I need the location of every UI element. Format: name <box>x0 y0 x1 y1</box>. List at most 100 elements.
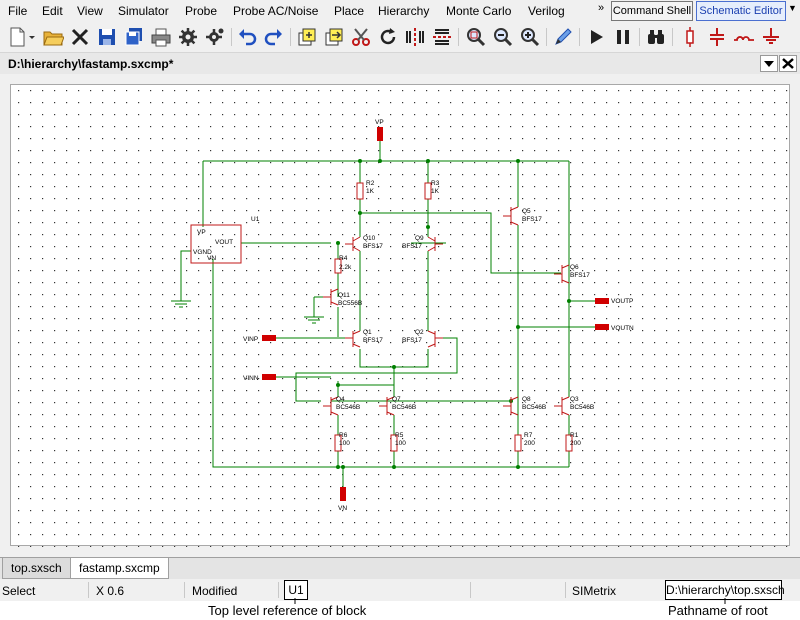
tab-top-sxsch[interactable]: top.sxsch <box>2 558 71 579</box>
menu-monte-carlo[interactable]: Monte Carlo <box>446 4 511 18</box>
new-document-icon[interactable] <box>6 26 28 48</box>
zoom-fit-icon[interactable] <box>465 26 487 48</box>
svg-text:VN: VN <box>338 505 347 512</box>
pause-icon[interactable] <box>612 26 634 48</box>
status-mode: Select <box>2 584 35 598</box>
svg-text:Q4: Q4 <box>336 396 345 403</box>
menu-bar: File Edit View Simulator Probe Probe AC/… <box>0 0 800 22</box>
svg-text:Q8: Q8 <box>522 396 531 403</box>
status-app: SIMetrix <box>572 584 616 598</box>
pin-label-vout: VOUT <box>215 239 233 246</box>
save-icon[interactable] <box>96 26 118 48</box>
gears-icon[interactable] <box>204 26 226 48</box>
mirror-icon[interactable] <box>404 26 426 48</box>
menu-file[interactable]: File <box>8 4 27 18</box>
svg-text:VOUTP: VOUTP <box>611 298 633 305</box>
tab-fastamp-sxcmp[interactable]: fastamp.sxcmp <box>70 558 169 579</box>
svg-text:R6: R6 <box>339 432 348 439</box>
svg-text:Q6: Q6 <box>570 264 579 271</box>
zoom-in-icon[interactable] <box>519 26 541 48</box>
svg-text:1K: 1K <box>366 188 375 195</box>
ground-icon[interactable] <box>760 26 782 48</box>
document-title: D:\hierarchy\fastamp.sxcmp* <box>8 57 173 71</box>
status-modified: Modified <box>192 584 237 598</box>
menu-hierarchy[interactable]: Hierarchy <box>378 4 429 18</box>
flip-icon[interactable] <box>431 26 453 48</box>
toolbar-separator <box>290 28 291 46</box>
inductor-icon[interactable] <box>733 26 755 48</box>
close-icon[interactable] <box>69 26 91 48</box>
chevron-down-icon[interactable]: ▼ <box>788 3 797 13</box>
cut-wire-icon[interactable] <box>350 26 372 48</box>
svg-text:BC546B: BC546B <box>392 404 416 411</box>
terminal-voutp[interactable]: VOUTP <box>595 298 633 305</box>
redo-icon[interactable] <box>263 26 285 48</box>
svg-text:BC546B: BC546B <box>570 404 594 411</box>
binoculars-icon[interactable] <box>645 26 667 48</box>
pin-label-vp: VP <box>197 229 206 236</box>
push-hierarchy-icon[interactable] <box>296 26 318 48</box>
status-divider <box>470 582 471 598</box>
pin-label-vn: VN <box>207 255 216 262</box>
undo-icon[interactable] <box>236 26 258 48</box>
svg-text:100: 100 <box>395 440 406 447</box>
status-zoom: X 0.6 <box>96 584 124 598</box>
print-icon[interactable] <box>150 26 172 48</box>
svg-text:BFS17: BFS17 <box>402 243 422 250</box>
rotate-icon[interactable] <box>377 26 399 48</box>
menu-overflow-button[interactable]: » <box>598 2 604 14</box>
svg-text:R5: R5 <box>395 432 404 439</box>
toolbar-separator <box>231 28 232 46</box>
menu-edit[interactable]: Edit <box>42 4 63 18</box>
svg-text:Q11: Q11 <box>338 292 350 299</box>
svg-text:Q10: Q10 <box>363 235 376 242</box>
grid-dots <box>11 85 791 547</box>
svg-text:2.2k: 2.2k <box>339 264 352 271</box>
svg-text:Q1: Q1 <box>363 329 372 336</box>
svg-text:BFS17: BFS17 <box>402 337 422 344</box>
svg-text:R1: R1 <box>570 432 579 439</box>
command-shell-button[interactable]: Command Shell <box>611 1 693 21</box>
svg-text:BFS17: BFS17 <box>570 272 590 279</box>
window-menu-button[interactable] <box>760 55 778 72</box>
svg-text:200: 200 <box>524 440 535 447</box>
schematic-editor-button[interactable]: Schematic Editor <box>696 1 786 21</box>
svg-text:BC556B: BC556B <box>338 300 362 307</box>
dropdown-arrow-icon[interactable] <box>27 26 37 48</box>
caption-block-reference: Top level reference of block <box>208 603 366 618</box>
toolbar <box>0 22 800 53</box>
gear-icon[interactable] <box>177 26 199 48</box>
capacitor-icon[interactable] <box>706 26 728 48</box>
svg-text:Q9: Q9 <box>415 235 424 242</box>
svg-text:Q7: Q7 <box>392 396 401 403</box>
svg-text:Q3: Q3 <box>570 396 579 403</box>
svg-text:100: 100 <box>339 440 350 447</box>
menu-probe-ac-noise[interactable]: Probe AC/Noise <box>233 4 318 18</box>
run-icon[interactable] <box>585 26 607 48</box>
toolbar-separator <box>639 28 640 46</box>
pop-hierarchy-icon[interactable] <box>323 26 345 48</box>
save-all-icon[interactable] <box>123 26 145 48</box>
schematic-canvas[interactable]: VP VOUT VGND VN U1 VP VN VINP VINN <box>10 84 790 546</box>
resistor-icon[interactable] <box>679 26 701 48</box>
pencil-wire-icon[interactable] <box>552 26 574 48</box>
toolbar-separator <box>579 28 580 46</box>
svg-text:200: 200 <box>570 440 581 447</box>
window-close-button[interactable] <box>779 55 797 72</box>
menu-probe[interactable]: Probe <box>185 4 217 18</box>
menu-verilog[interactable]: Verilog <box>528 4 565 18</box>
svg-text:BC546B: BC546B <box>336 404 360 411</box>
menu-view[interactable]: View <box>77 4 103 18</box>
svg-text:VOUTN: VOUTN <box>611 325 634 332</box>
open-folder-icon[interactable] <box>42 26 64 48</box>
menu-simulator[interactable]: Simulator <box>118 4 169 18</box>
svg-text:Q5: Q5 <box>522 208 531 215</box>
svg-text:VP: VP <box>375 119 384 126</box>
document-tab-bar: top.sxsch fastamp.sxcmp <box>0 557 800 579</box>
svg-text:BFS17: BFS17 <box>363 337 383 344</box>
zoom-out-icon[interactable] <box>492 26 514 48</box>
caption-root-pathname: Pathname of root <box>668 603 768 618</box>
status-divider <box>88 582 89 598</box>
svg-text:R3: R3 <box>431 180 440 187</box>
menu-place[interactable]: Place <box>334 4 364 18</box>
